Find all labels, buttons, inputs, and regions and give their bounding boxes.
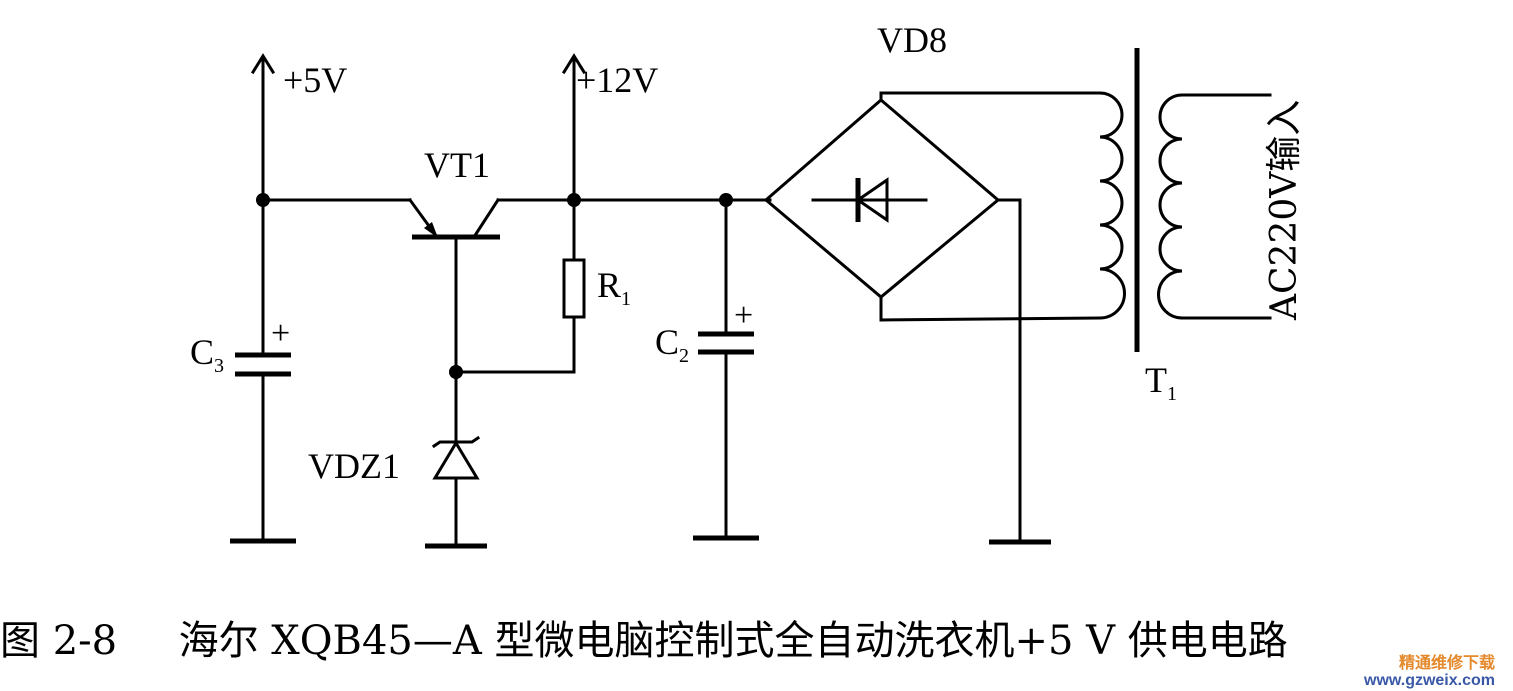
- transistor-vt1: [407, 197, 501, 374]
- plus-5v-terminal: [250, 53, 276, 202]
- label-plus-12v: +12V: [576, 60, 658, 100]
- capacitor-c3: [230, 198, 296, 544]
- figure-number: 图 2-8: [0, 618, 118, 664]
- junction-dot: [449, 365, 463, 379]
- junction-dot: [567, 193, 581, 207]
- watermark-line-2: www.gzweix.com: [1364, 672, 1495, 689]
- junction-dot: [719, 193, 733, 207]
- bridge-rectifier-vd8: [763, 91, 1051, 545]
- label-vd8: VD8: [877, 20, 947, 60]
- watermark: 精通维修下载 www.gzweix.com: [1364, 655, 1495, 689]
- label-c3: C3: [190, 332, 224, 377]
- label-t1: T1: [1145, 360, 1177, 405]
- resistor-r1: [454, 198, 586, 374]
- label-r1: R1: [597, 265, 631, 310]
- label-vdz1: VDZ1: [308, 446, 400, 486]
- label-c2: C2: [655, 322, 689, 367]
- label-c3-plus: +: [271, 315, 290, 352]
- junction-dot: [256, 193, 270, 207]
- label-plus-5v: +5V: [283, 60, 347, 100]
- figure-title: 海尔 XQB45—A 型微电脑控制式全自动洗衣机+5 V 供电电路: [178, 618, 1288, 664]
- plus-12v-terminal: [561, 53, 587, 202]
- transformer-t1: [879, 48, 1272, 352]
- zener-diode-vdz1: [425, 370, 487, 549]
- label-c2-plus: +: [734, 297, 753, 334]
- figure-caption: 图 2-8 海尔 XQB45—A 型微电脑控制式全自动洗衣机+5 V 供电电路: [0, 608, 1513, 668]
- label-vt1: VT1: [424, 145, 490, 185]
- label-ac220v-input: AC220V输入: [1264, 100, 1305, 321]
- watermark-line-1: 精通维修下载: [1398, 655, 1495, 672]
- capacitor-c2: [693, 198, 759, 541]
